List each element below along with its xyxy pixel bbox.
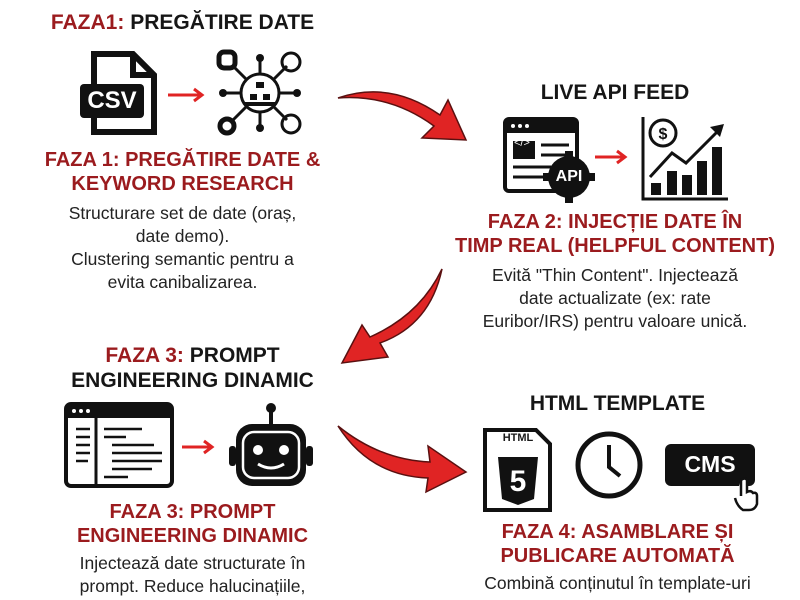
phase3-header-prefix: FAZA 3: [105, 344, 184, 367]
phase1-body-line: Structurare set de date (oraș, [68, 203, 297, 223]
flow-arrow-3-to-4 [337, 425, 468, 494]
phase1-title-line1: FAZA 1: PREGĂTIRE DATE & [44, 149, 321, 171]
phase3-body-line: prompt. Reduce halucinațiile, [79, 576, 306, 596]
phase1-body-line: evita canibalizarea. [107, 272, 258, 292]
phase1-header-rest: PREGĂTIRE DATE [130, 11, 315, 34]
arrow-right-icon [168, 87, 205, 103]
flow-arrow-1-to-2 [337, 91, 468, 141]
phase1-title: FAZA 1: PREGĂTIRE DATE &KEYWORD RESEARCH [0, 148, 365, 196]
phase4-body-line: Combină conținutul în template-uri [484, 573, 751, 593]
arrow-right-icon [595, 149, 628, 165]
csv-label: CSV [87, 87, 137, 114]
phase4-title-line2: PUBLICARE AUTOMATĂ [500, 545, 735, 567]
phase3-header-rest: PROMPT [189, 344, 280, 367]
phase3-body: Injectează date structurate în prompt. Re… [0, 552, 385, 598]
phase1-body-line: Clustering semantic pentru a [71, 249, 294, 269]
csv-file-icon [80, 51, 157, 135]
phase1-body: Structurare set de date (oraș, date demo)… [0, 202, 365, 294]
phase2-header: LIVE API FEED [540, 81, 690, 104]
phase2-body-line: Evită "Thin Content". Injectează [492, 265, 738, 285]
phase3-title-line1: FAZA 3: PROMPT [109, 501, 276, 523]
growth-chart-icon: $ [641, 117, 728, 201]
cms-label: CMS [684, 451, 736, 477]
prompt-editor-icon [64, 402, 174, 488]
phase2-title-line1: FAZA 2: INJECȚIE DATE ÎN [487, 211, 743, 233]
html-label: HTML [502, 432, 534, 444]
clock-icon [575, 431, 643, 499]
phase3-title-line2: ENGINEERING DINAMIC [76, 525, 309, 547]
svg-text:5: 5 [510, 465, 527, 498]
phase4-header: HTML TEMPLATE [529, 392, 706, 415]
phase2-body-line: Euribor/IRS) pentru valoare unică. [482, 311, 748, 331]
arrow-right-icon [182, 439, 215, 455]
phase3-body-line: Injectează date structurate în [79, 553, 306, 573]
code-label: </> [514, 137, 530, 149]
api-label: API [555, 168, 583, 185]
phase2-body: Evită "Thin Content". Injectează date act… [435, 264, 795, 333]
cms-button-icon [665, 444, 759, 512]
robot-icon [229, 403, 313, 486]
phase1-header: FAZA1: PREGĂTIRE DATE [0, 10, 365, 35]
phase1-body-line: date demo). [135, 226, 230, 246]
network-cluster-icon [216, 49, 302, 136]
phase2-body-line: date actualizate (ex: rate [519, 288, 711, 308]
phase4-title-line1: FAZA 4: ASAMBLARE ȘI [501, 521, 734, 543]
api-browser-icon [503, 117, 595, 203]
phase2-title-line2: TIMP REAL (HELPFUL CONTENT) [455, 235, 775, 257]
phase4-body: Combină conținutul în template-uri [440, 572, 795, 595]
html5-file-icon: 5 [483, 428, 552, 512]
phase1-title-line2: KEYWORD RESEARCH [71, 173, 294, 195]
phase1-header-prefix: FAZA1: [50, 11, 125, 34]
phase3-header-line2: ENGINEERING DINAMIC [71, 369, 314, 392]
flow-arrow-2-to-3 [340, 268, 443, 364]
svg-text:$: $ [659, 126, 668, 143]
